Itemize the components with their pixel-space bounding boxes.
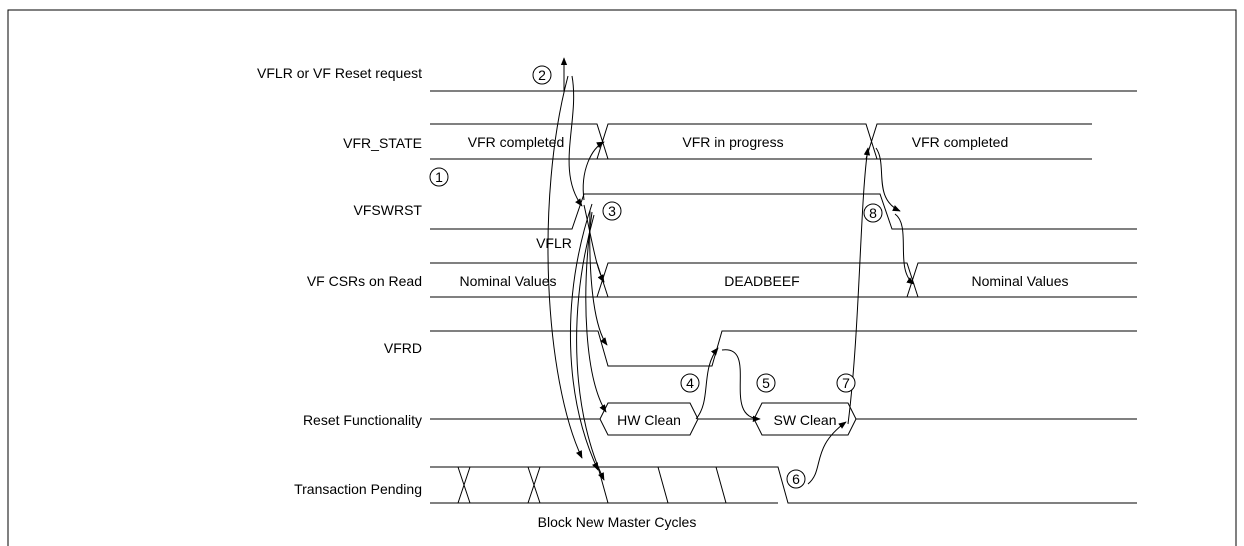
signal-label-vfswrst: VFSWRST	[354, 202, 423, 218]
arrow-vfswrst-to-state	[582, 141, 605, 201]
svg-text:8: 8	[869, 205, 877, 221]
svg-text:2: 2	[538, 67, 546, 83]
svg-text:5: 5	[762, 375, 770, 391]
signal-label-vflr-request: VFLR or VF Reset request	[257, 65, 422, 81]
svg-text:1: 1	[435, 169, 443, 185]
arrow-vfswrst-to-csrs	[583, 204, 605, 283]
arrow-vflr-to-trans	[569, 203, 599, 471]
trans-pending-transitions	[597, 466, 727, 504]
step-marker-4: 4	[680, 373, 700, 393]
bus-vfr-state-seg3	[865, 123, 1092, 160]
signal-label-reset-func: Reset Functionality	[303, 412, 422, 428]
svg-text:3: 3	[608, 203, 616, 219]
state-nominal-2: Nominal Values	[971, 273, 1068, 289]
trans-pending-crossings	[457, 466, 541, 504]
state-vfr-completed-2: VFR completed	[912, 134, 1008, 150]
arrow-vfswrst-to-nominal	[894, 213, 915, 285]
arrow-vfswrst-to-hwclean	[585, 211, 607, 413]
signal-label-vf-csrs: VF CSRs on Read	[307, 273, 422, 289]
annotation-block-cycles: Block New Master Cycles	[538, 514, 697, 530]
arrow-2-to-trans	[547, 75, 583, 459]
state-vfr-completed-1: VFR completed	[468, 134, 564, 150]
arrow-vfswrst-to-trans	[576, 214, 605, 481]
step-marker-3: 3	[602, 201, 622, 221]
state-vfr-in-progress: VFR in progress	[682, 134, 783, 150]
state-nominal-1: Nominal Values	[459, 273, 556, 289]
state-deadbeef: DEADBEEF	[724, 273, 799, 289]
signal-label-vfr-state: VFR_STATE	[343, 135, 422, 151]
waveform-vfswrst	[430, 193, 1137, 230]
step-marker-5: 5	[756, 373, 776, 393]
waveform-trans-pending	[430, 466, 1137, 504]
state-hw-clean: HW Clean	[617, 412, 681, 428]
arrow-vfswrst-to-vfrd	[589, 209, 608, 346]
svg-text:4: 4	[686, 375, 694, 391]
svg-text:7: 7	[842, 375, 850, 391]
signal-label-vfrd: VFRD	[384, 340, 422, 356]
state-sw-clean: SW Clean	[773, 412, 836, 428]
svg-text:6: 6	[792, 471, 800, 487]
arrow-hw-to-vfrd	[695, 347, 719, 420]
step-marker-7: 7	[836, 373, 856, 393]
arrow-vfrd-to-swclean	[721, 349, 761, 423]
step-marker-6: 6	[786, 469, 806, 489]
arrow-2-to-vfswrst	[568, 75, 583, 207]
step-marker-2: 2	[532, 65, 552, 85]
step-marker-1: 1	[429, 167, 449, 187]
arrow-state-to-vfswrst	[875, 147, 901, 212]
bus-vfr-state-seg2	[596, 123, 878, 160]
waveform-vfrd	[430, 330, 1137, 367]
signal-label-trans-pending: Transaction Pending	[294, 481, 422, 497]
arrow-6-to-swclean	[807, 421, 847, 485]
annotation-vflr: VFLR	[536, 235, 572, 251]
step-marker-8: 8	[863, 203, 883, 223]
diagram-frame	[7, 9, 1237, 546]
